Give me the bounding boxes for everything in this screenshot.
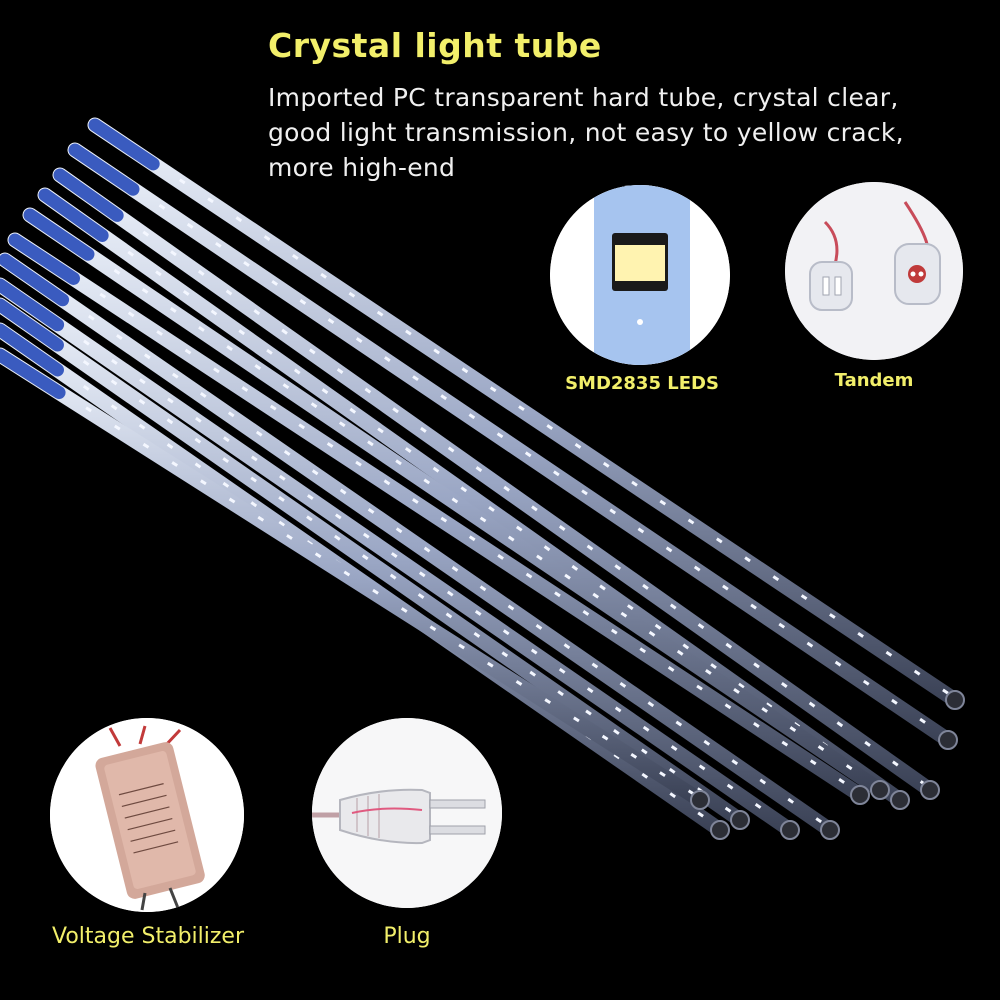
stabilizer-circle	[50, 718, 244, 912]
led-row	[74, 146, 949, 740]
light-tube	[52, 167, 938, 798]
light-tube	[0, 252, 838, 838]
description-line: Imported PC transparent hard tube, cryst…	[268, 83, 899, 112]
plug-circle	[312, 718, 502, 908]
tube-end-cap	[920, 780, 940, 800]
tube-connector	[0, 298, 64, 352]
connector-icon	[785, 182, 963, 360]
light-tube	[87, 117, 963, 708]
tandem-label: Tandem	[834, 370, 914, 391]
tube-end-cap	[945, 690, 965, 710]
tube-end-cap	[850, 785, 870, 805]
led-row	[0, 301, 741, 820]
description-line: more high-end	[268, 153, 456, 182]
plug-label: Plug	[383, 924, 431, 949]
tube-end-cap	[710, 820, 730, 840]
smd-led-circle	[550, 185, 730, 365]
tube-end-cap	[890, 790, 910, 810]
led-chip-icon	[550, 185, 730, 365]
description: Imported PC transparent hard tube, cryst…	[268, 80, 988, 185]
tube-connector	[38, 188, 109, 242]
led-row	[59, 171, 931, 790]
smd-led-label: SMD2835 LEDS	[565, 373, 719, 394]
light-tube	[67, 142, 956, 748]
tube-end-cap	[780, 820, 800, 840]
tube-connector	[68, 143, 140, 196]
light-tube	[0, 297, 748, 828]
tube-end-cap	[938, 730, 958, 750]
tube-connector	[0, 348, 66, 400]
led-row	[0, 281, 791, 830]
led-row	[94, 121, 956, 700]
tube-connector	[88, 118, 160, 171]
light-tube	[0, 277, 798, 838]
tube-connector	[0, 323, 64, 377]
led-row	[44, 191, 901, 800]
plug-icon	[312, 718, 502, 908]
description-line: good light transmission, not easy to yel…	[268, 118, 904, 147]
tube-connector	[23, 208, 95, 261]
tube-end-cap	[820, 820, 840, 840]
led-row	[0, 351, 701, 800]
led-driver-icon	[50, 718, 244, 912]
light-tube	[7, 232, 868, 803]
tube-connector	[0, 253, 70, 307]
led-row	[29, 211, 881, 790]
tube-end-cap	[870, 780, 890, 800]
tube-connector	[8, 233, 81, 285]
light-tube	[22, 207, 888, 798]
tube-end-cap	[730, 810, 750, 830]
page-title: Crystal light tube	[268, 26, 602, 65]
tube-end-cap	[690, 790, 710, 810]
tube-connector	[0, 278, 65, 332]
light-tube	[0, 347, 708, 808]
tube-group	[0, 117, 965, 840]
stabilizer-label: Voltage Stabilizer	[51, 924, 245, 949]
tube-connector	[53, 168, 124, 222]
tandem-circle	[785, 182, 963, 360]
